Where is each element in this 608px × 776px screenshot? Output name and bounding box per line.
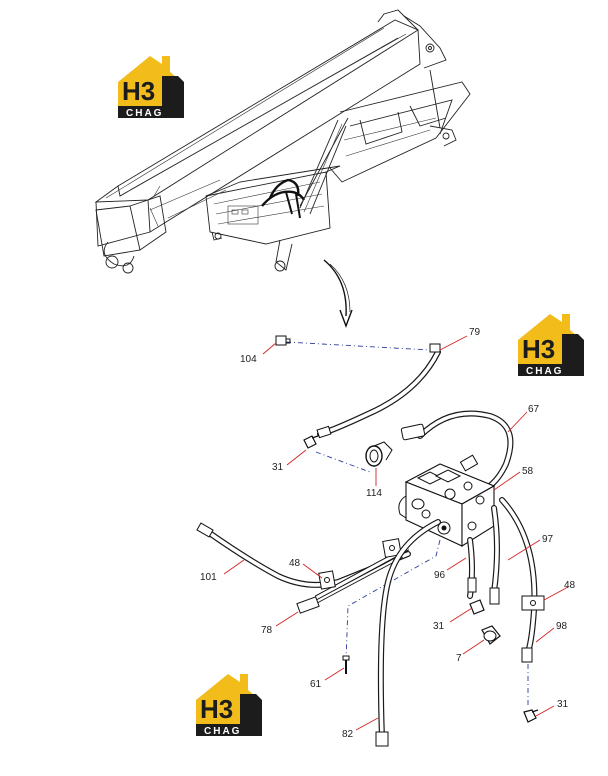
crane-boom-illustration — [94, 9, 471, 274]
callout-31-mid: 31 — [433, 621, 445, 632]
svg-text:CHAG: CHAG — [526, 366, 563, 377]
svg-text:CHAG: CHAG — [126, 108, 163, 119]
callout-58: 58 — [522, 466, 534, 477]
leader-lines — [223, 335, 569, 731]
callout-31-top: 31 — [272, 462, 284, 473]
callout-82: 82 — [342, 729, 354, 740]
svg-text:H3: H3 — [122, 76, 155, 106]
callout-labels: 104 79 67 31 114 58 97 101 48 96 48 78 3… — [200, 327, 576, 740]
brand-logo-right: H3 CHAG — [518, 314, 584, 377]
svg-text:CHAG: CHAG — [204, 726, 241, 737]
callout-78: 78 — [261, 625, 273, 636]
brand-logo-top-left: H3 CHAG — [118, 56, 184, 119]
callout-98: 98 — [556, 621, 568, 632]
callout-48-left: 48 — [289, 558, 301, 569]
callout-48-right: 48 — [564, 580, 576, 591]
callout-31-bottom: 31 — [557, 699, 569, 710]
callout-79: 79 — [469, 327, 481, 338]
callout-61: 61 — [310, 679, 322, 690]
callout-7: 7 — [456, 653, 462, 664]
callout-67: 67 — [528, 404, 540, 415]
svg-text:H3: H3 — [522, 334, 555, 364]
valve-block — [398, 463, 496, 547]
callout-101: 101 — [200, 572, 217, 583]
callout-114: 114 — [366, 488, 382, 499]
callout-96: 96 — [434, 570, 446, 581]
zoom-arrow — [323, 259, 353, 328]
hydraulic-detail — [196, 335, 545, 747]
callout-97: 97 — [542, 534, 554, 545]
svg-text:H3: H3 — [200, 694, 233, 724]
callout-104: 104 — [240, 354, 257, 365]
brand-logo-bottom-left: H3 CHAG — [196, 674, 262, 737]
